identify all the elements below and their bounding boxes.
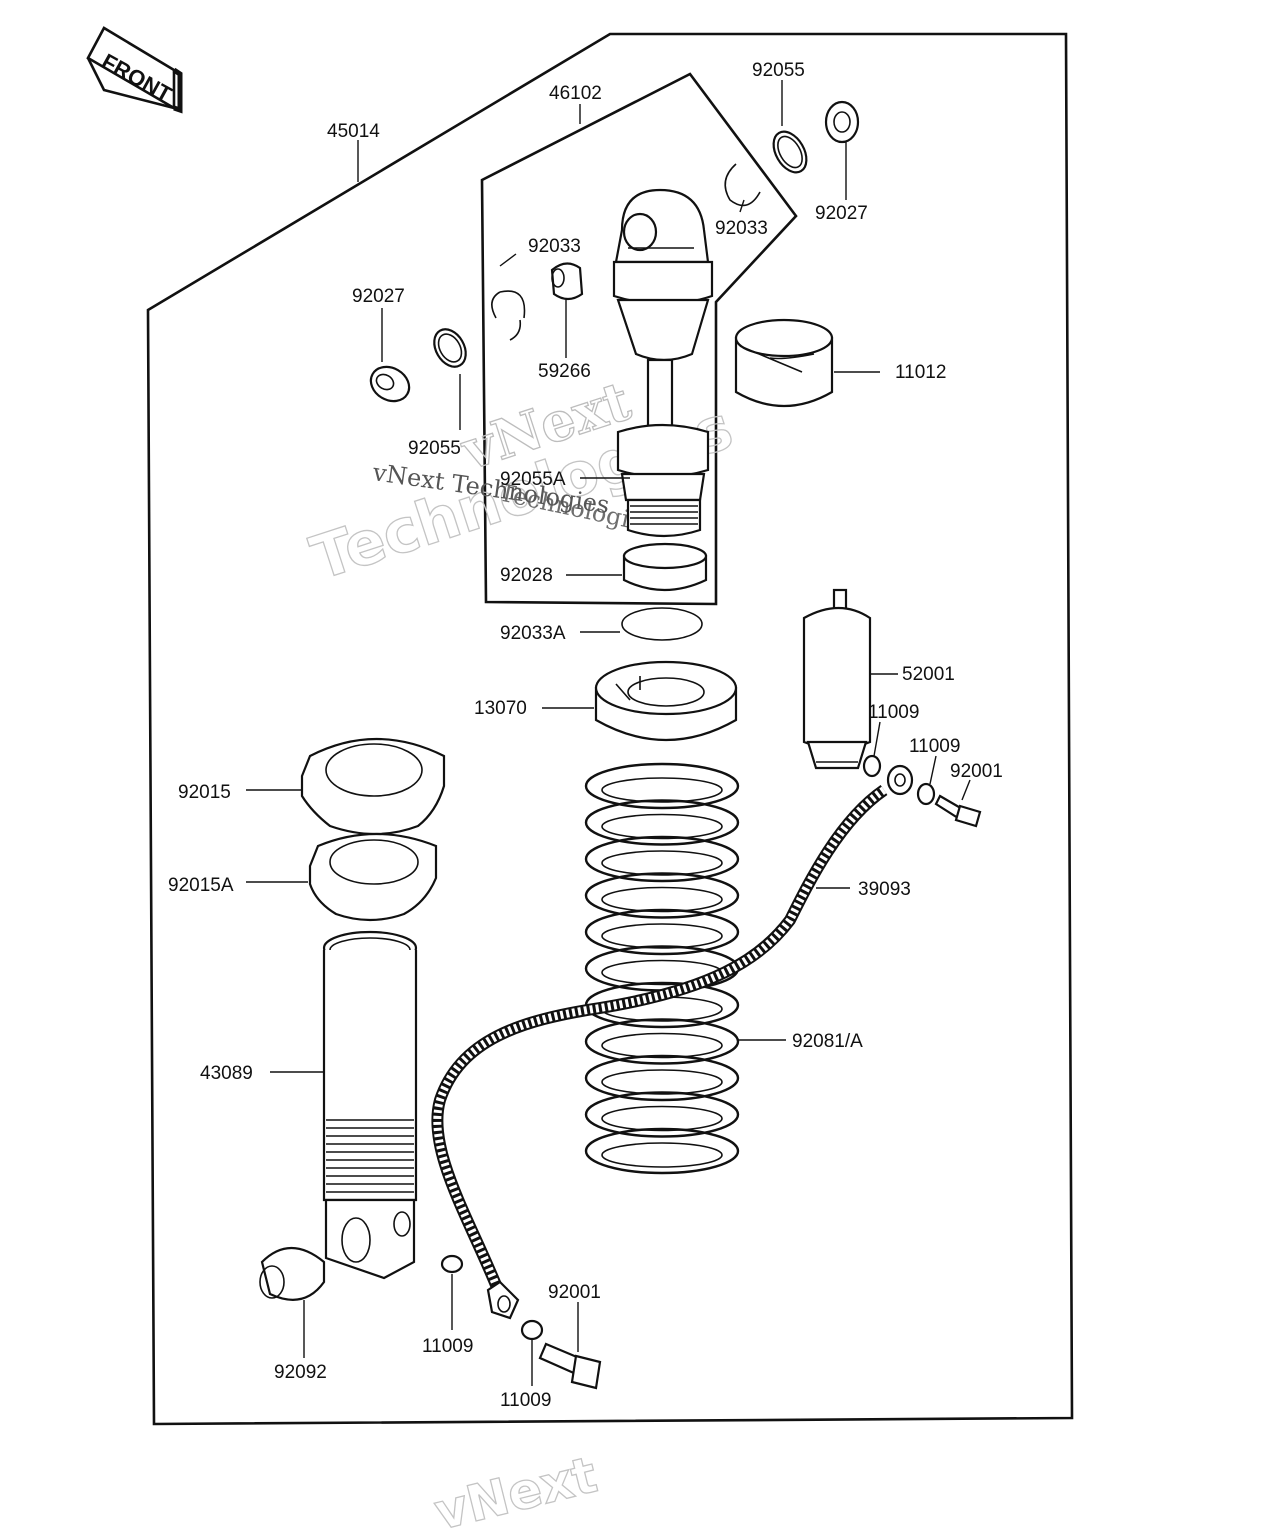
washer-11009-d [520, 1319, 544, 1341]
washer-92055-left [433, 328, 467, 368]
label-11012: 11012 [895, 362, 946, 383]
label-92015: 92015 [178, 782, 231, 803]
washer-11009-c [440, 1254, 464, 1274]
leader-lines [246, 80, 971, 1386]
label-46102: 46102 [549, 83, 602, 104]
label-92001-bottom: 92001 [548, 1282, 601, 1303]
spring-coil-turn [584, 1091, 740, 1138]
label-11009-a: 11009 [868, 702, 919, 723]
label-13070: 13070 [474, 698, 527, 719]
washer-11009-b [916, 782, 936, 806]
ring-92028 [622, 542, 708, 592]
watermark-bottom: vNext [429, 1446, 603, 1536]
locknut-92015A [308, 832, 438, 922]
spring-coil-inner [601, 850, 723, 876]
label-92033A: 92033A [500, 623, 566, 644]
label-11009-d: 11009 [500, 1390, 551, 1411]
front-arrow-icon: FRONT [86, 26, 183, 114]
bush-92092 [259, 1247, 326, 1301]
assembly-45014-outline [146, 32, 1074, 1426]
washer-11009-a [862, 754, 882, 778]
label-92055-left: 92055 [408, 438, 461, 459]
label-92092: 92092 [274, 1362, 327, 1383]
cap-11012 [734, 318, 834, 407]
spring-coil-turn [584, 1127, 740, 1175]
spring-coil-inner [601, 813, 723, 840]
spring-coil-turn [584, 835, 740, 883]
label-52001: 52001 [902, 664, 955, 685]
label-11009-c: 11009 [422, 1336, 473, 1357]
spring-coil-turn [584, 762, 740, 810]
bush-59266 [550, 262, 584, 301]
spring-coil-inner [601, 1069, 723, 1095]
label-92033-left: 92033 [528, 236, 581, 257]
locknut-92015 [300, 738, 446, 836]
label-92055A: 92055A [500, 469, 566, 490]
label-92055-top: 92055 [752, 60, 805, 81]
spring-coil-turn [584, 1054, 740, 1102]
spring-coil-inner [601, 1032, 723, 1059]
label-45014: 45014 [327, 121, 380, 142]
label-39093: 39093 [858, 879, 911, 900]
spring-coil-turn [584, 1018, 740, 1065]
spring-coil-inner [601, 923, 723, 949]
coil-spring-92081A [584, 762, 740, 1175]
spring-coil-inner [601, 1105, 723, 1132]
label-92028: 92028 [500, 565, 553, 586]
spring-coil-inner [601, 886, 723, 913]
label-92027-right: 92027 [815, 203, 868, 224]
banjo-fitting-bottom [486, 1280, 520, 1320]
spring-coil-inner [601, 777, 723, 803]
spring-coil-turn [584, 908, 740, 956]
circlip-92033-left [491, 291, 522, 341]
circlip-92033A [621, 607, 703, 641]
spring-coil-turn [584, 872, 740, 919]
reservoir-52001 [802, 588, 872, 770]
label-92015A: 92015A [168, 875, 234, 896]
washer-92055-top [772, 130, 808, 174]
banjo-fitting-top [886, 764, 914, 796]
spring-seat-13070 [594, 660, 738, 741]
label-59266: 59266 [538, 361, 591, 382]
spring-coil-turn [584, 799, 740, 846]
bolt-92001-bottom [538, 1342, 602, 1390]
circlip-92033-right [724, 163, 761, 207]
assembly-46102-outline [480, 72, 798, 606]
bush-92027-left [369, 365, 411, 403]
label-43089: 43089 [200, 1063, 253, 1084]
bush-92027-right [824, 100, 860, 144]
label-92081A: 92081/A [792, 1031, 863, 1052]
shock-body-43089 [322, 930, 418, 1280]
label-92001-right: 92001 [950, 761, 1003, 782]
hose-39093 [431, 785, 888, 1293]
shock-damper-body [612, 188, 714, 538]
label-11009-b: 11009 [909, 736, 960, 757]
label-92033-right: 92033 [715, 218, 768, 239]
spring-coil-inner [601, 1142, 723, 1168]
label-92027-left: 92027 [352, 286, 405, 307]
bolt-92001-right [934, 794, 982, 828]
